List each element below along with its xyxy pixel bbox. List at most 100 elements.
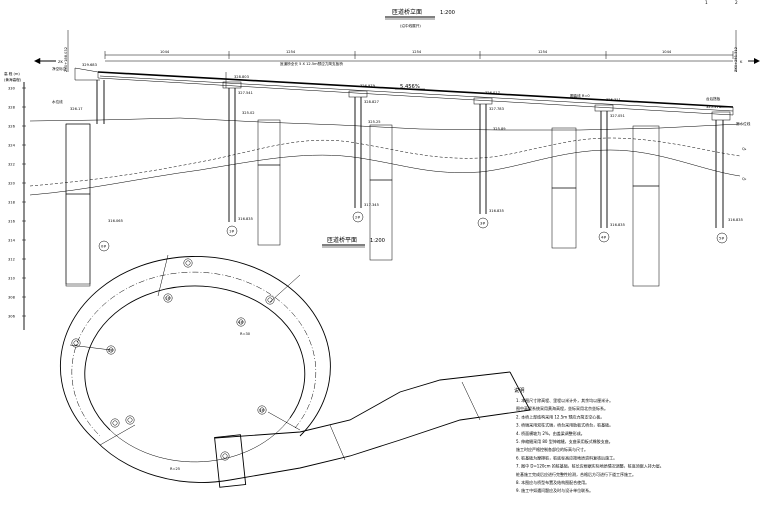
deck-elev-low: 327.783 [489,107,504,111]
left-label-water: 水位线 [52,99,63,104]
plan-pier [220,451,230,461]
plan-pier [265,295,275,305]
pier-mark: 1# [229,230,234,234]
right-abutment: 台后搭板 325.311 316.835 常水位线 [706,96,751,228]
ground-elev: 325.02 [242,111,255,115]
direction-arrow-right: K [740,58,760,64]
left-abutment: 329.683 水位线 326.17 净空标注 [52,63,105,285]
arrow-right-label: K [740,60,743,64]
pier-mark: 3# [480,222,485,226]
notes-block: 说明 1. 本图尺寸除高程、里程以米计外，其余均以厘米计。 图中高程系统采用黄海… [514,386,664,493]
deck-elev: 325.311 [606,98,621,102]
plan-ramp: R=25 R=30 [59,254,531,488]
note-item: 9. 施工中如遇问题应及时与设计单位联系。 [516,487,593,493]
plan-radius-1: R=25 [170,467,180,471]
elevation-title-block: 匝道桥立面 1:200 (沿中线展开) [385,8,455,28]
span-length-1: 1044 [160,50,170,54]
note-item: 7. 图中 D=120cm 的桩基础，桩长应根据实际地质情况调整，桩底须嵌入持力… [516,463,664,469]
elevation-subtitle: (沿中线展开) [400,23,421,28]
ground-elev-0: 326.17 [70,107,83,111]
note-item: 桩基施工完成后应进行完整性检测，合格后方可进行下道工序施工。 [516,471,636,477]
pier-4: 4# 325.311 327.051 316.835 [594,98,625,243]
ground-elev: 325.89 [493,127,506,131]
deck-elev-low: 328.827 [364,100,379,104]
plan-pier [257,405,267,415]
note-item: 8. 本图应与桥型布置及结构图配合使用。 [516,479,589,485]
elev-tick: 306 [8,315,16,319]
elev-tick: 318 [8,201,16,205]
elev-tick: 330 [8,87,16,91]
geology-columns [65,119,660,287]
elevation-scale: 1:200 [440,10,455,16]
note-item: 1. 本图尺寸除高程、里程以米计外，其余均以厘米计。 [516,397,613,403]
elev-tick: 310 [8,277,16,281]
plan-pier [110,418,120,428]
plan-radius-2: R=30 [240,332,251,336]
right-label-water: 常水位线 [736,121,751,126]
left-station-label: ZK0+188.032 [64,47,68,72]
bottom-elev: 316.835 [610,223,625,227]
deck-elev: 328.803 [234,75,249,79]
deck-elev-low: 327.051 [610,114,625,118]
pier-0: 0#316.065 [98,219,123,252]
span-dimension-line: 1044 1254 1254 1254 1044 匝道桥全长 5 X 12.5m… [104,50,734,66]
elev-tick: 322 [8,163,15,167]
pier-mark: 2# [355,216,360,220]
plan-title-block: 匝道桥平面 1:200 [322,236,385,248]
bottom-elev: 316.065 [108,219,123,223]
elev-tick: 324 [8,144,16,148]
span-length-2: 1254 [286,50,296,54]
deck-elev-low: 327.541 [238,91,253,95]
plan-scale: 1:200 [370,238,385,244]
right-deck-elev: 325.311 [706,105,721,109]
boundary-q3-a: Q₃ [742,177,747,181]
deck-slope-right: 圆曲线 R=0 [570,93,590,98]
total-length-note: 匝道桥全长 5 X 12.5m预应力简支板桥 [280,61,343,66]
elev-tick: 320 [8,182,16,186]
bridge-deck: 5.456% 圆曲线 R=0 [97,71,734,116]
elev-tick: 312 [8,258,15,262]
elev-tick: 314 [8,239,16,243]
pier-5: 5# [716,232,728,244]
plan-pier-mark: 3# [259,409,264,413]
piers-group: 1# 328.803 327.541 325.02 316.835 2#326.97932… [98,75,728,252]
plan-pier-mark: 1# [165,297,170,301]
elev-axis-subtitle: (黄海高程) [4,77,22,82]
plan-pier-mark: 4# [238,321,243,325]
bottom-elev-5: 316.835 [728,218,743,222]
span-length-3: 1254 [412,50,422,54]
pier-mark: 5# [719,237,724,241]
elev-tick: 326 [8,125,16,129]
span-length-4: 1254 [538,50,548,54]
svg-text:净空标注: 净空标注 [52,66,67,71]
note-item: 6. 桩基础为摩擦桩，桩底标高应按地质资料复核后施工。 [516,454,617,460]
right-mark-1: 1 [705,0,708,5]
arrow-left-label: ZK [58,60,63,64]
bottom-elev: 316.835 [489,209,504,213]
plan-pier [163,293,173,303]
elevation-title: 匝道桥立面 [392,8,422,16]
boundary-q4-a: Q₄ [742,147,747,151]
direction-arrow-left: ZK [34,58,63,64]
plan-title: 匝道桥平面 [327,236,357,244]
plan-pier [71,338,81,348]
note-item: 5. 伸缩缝采用 80 型伸缩缝，支座采用板式橡胶支座。 [516,438,613,444]
plan-pier [236,317,246,327]
span-length-5: 1044 [662,50,672,54]
plan-pier [106,345,116,355]
elev-tick: 308 [8,296,16,300]
elev-tick: 316 [8,220,16,224]
left-abutment-top: 329.683 [82,63,97,67]
note-item: 2. 本桥上部结构采用 12.5m 预应力简支空心板。 [516,413,604,419]
note-item: 3. 桥墩采用双柱式墩，桥台采用肋板式桥台，桩基础。 [516,422,613,428]
right-mark-2: 2 [735,0,738,5]
pier-mark: 4# [601,236,606,240]
notes-heading: 说明 [514,386,524,394]
plan-pier [125,415,135,425]
plan-pier [183,258,193,268]
elev-axis-title: 高 程 (m) [4,71,20,76]
